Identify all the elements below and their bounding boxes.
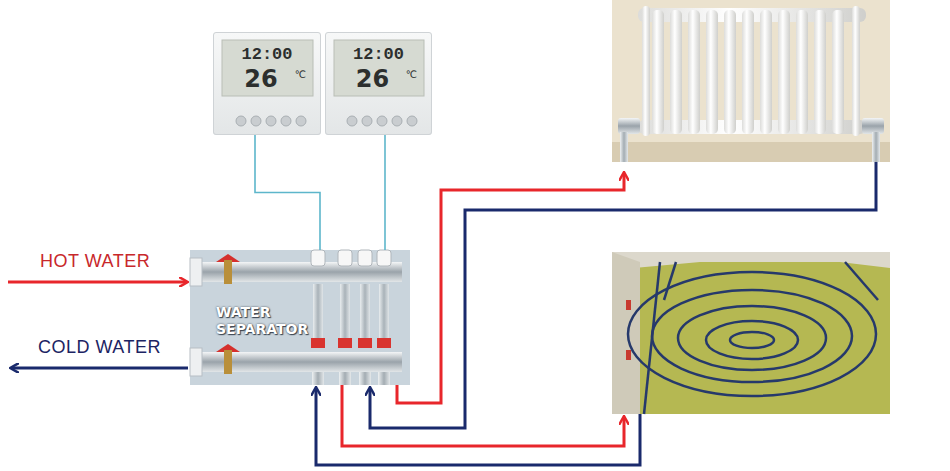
floor-heating-picture	[612, 252, 890, 414]
pipe-lines	[8, 162, 876, 465]
manifold-picture	[312, 372, 324, 385]
radiator-picture	[642, 6, 650, 136]
water-separator: WATER SEPARATOR	[190, 250, 410, 385]
thermostat-body	[296, 116, 306, 126]
floor-heating-picture	[678, 306, 826, 370]
radiator-picture	[620, 132, 628, 162]
thermostat-body	[334, 40, 424, 96]
radiator-picture	[706, 10, 718, 134]
manifold-picture	[360, 284, 370, 342]
manifold-picture	[339, 372, 351, 385]
radiator-picture	[688, 10, 700, 134]
radiator-picture	[612, 0, 890, 162]
manifold-picture	[359, 372, 371, 385]
manifold-picture	[190, 250, 410, 385]
clock-reading: 12:00	[353, 45, 404, 64]
floor-heating-picture	[730, 332, 774, 348]
pipe-lines	[342, 385, 624, 446]
manifold-picture	[358, 338, 372, 348]
radiator-picture	[852, 6, 860, 136]
floor-heating-picture	[652, 290, 852, 382]
separator-label: WATER SEPARATOR	[216, 304, 312, 338]
radiator-picture	[670, 10, 682, 134]
manifold-picture	[377, 250, 391, 266]
thermostat-body	[325, 32, 432, 135]
thermostat-body	[392, 116, 402, 126]
manifold-picture	[377, 338, 391, 348]
thermostat-body	[362, 116, 372, 126]
manifold-picture	[338, 250, 352, 266]
manifold-picture	[358, 250, 372, 266]
inlet-label: HOT WATER	[40, 251, 150, 272]
manifold-picture	[340, 284, 350, 342]
thermostat-body	[281, 116, 291, 126]
radiator-picture	[760, 10, 772, 134]
thermostat-body	[407, 116, 417, 126]
manifold-picture	[190, 258, 202, 286]
manifold-picture	[311, 338, 325, 348]
manifold-picture	[190, 352, 402, 372]
radiator-picture	[742, 10, 754, 134]
floor-heating-picture	[612, 252, 890, 414]
floor-heating-picture	[664, 262, 676, 300]
thermostat: 12:0026 ℃	[325, 32, 432, 135]
thermostat-body	[377, 116, 387, 126]
radiator-picture	[652, 10, 664, 134]
thermostat-body	[325, 32, 432, 135]
floor-heating-picture	[845, 262, 878, 300]
manifold-picture	[379, 284, 389, 342]
pipe-lines	[11, 367, 188, 370]
thermostat-body	[213, 32, 321, 135]
radiator-picture	[832, 10, 844, 134]
pipe-lines	[8, 281, 187, 284]
pipe-lines	[370, 162, 876, 428]
temperature-reading: 26	[356, 65, 389, 93]
radiator-picture	[872, 132, 880, 162]
pipe-lines	[397, 173, 624, 403]
radiator-picture	[796, 10, 808, 134]
radiator-picture	[862, 118, 884, 134]
manifold-picture	[378, 372, 390, 385]
manifold-picture	[313, 284, 323, 342]
manifold-picture	[190, 348, 202, 376]
radiator-picture	[618, 118, 640, 134]
manifold-picture	[190, 250, 410, 385]
radiator-picture	[612, 0, 890, 162]
radiator-picture	[612, 142, 890, 162]
floor-heating-picture	[644, 262, 660, 414]
floor-heating-picture	[626, 300, 631, 310]
temperature-unit: ℃	[406, 69, 417, 80]
pipe-lines	[316, 388, 640, 465]
control-wire	[384, 135, 386, 250]
radiator-picture	[778, 10, 790, 134]
thermostat-body	[213, 32, 321, 135]
radiator-picture	[724, 10, 736, 134]
floor-heating-picture	[628, 272, 876, 396]
manifold-picture	[224, 260, 232, 284]
thermostat-body	[236, 116, 246, 126]
radiator-picture	[814, 10, 826, 134]
thermostat-body	[222, 40, 313, 96]
floor-heating-picture	[612, 252, 640, 414]
thermostat: 12:0026 ℃	[213, 32, 321, 135]
manifold-picture	[311, 250, 325, 266]
thermostat-body	[347, 116, 357, 126]
outlet-label: COLD WATER	[38, 337, 161, 358]
thermostat-body	[266, 116, 276, 126]
temperature-reading: 26	[244, 65, 277, 93]
floor-heating-picture	[706, 321, 798, 359]
floor-heating-picture	[626, 350, 631, 360]
clock-reading: 12:00	[241, 45, 292, 64]
thermostat-body	[251, 116, 261, 126]
manifold-picture	[338, 338, 352, 348]
control-wire	[255, 135, 320, 250]
temperature-unit: ℃	[295, 69, 306, 80]
manifold-picture	[224, 350, 232, 374]
